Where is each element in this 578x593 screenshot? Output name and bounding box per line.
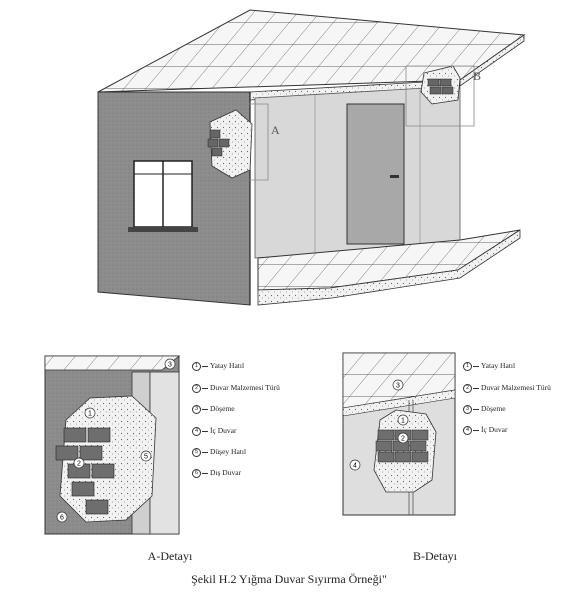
figure-caption: Şekil H.2 Yığma Duvar Sıyırma Örneği" [191, 572, 387, 586]
label-b: B [473, 69, 481, 83]
label-a: A [271, 123, 280, 137]
detail-b-callout [405, 65, 475, 127]
legend-b-item: 2 Duvar Malzemesi Türü [463, 380, 551, 396]
legend-a-item: 2 Duvar Malzemesi Türü [192, 380, 280, 396]
legend-a: 1 Yatay Hatıl 2 Duvar Malzemesi Türü 3 Döşe… [192, 358, 280, 481]
detail-a-marker-2: 2 [77, 461, 81, 468]
legend-a-text: Düşey Hatıl [210, 447, 247, 457]
legend-a-number: 5 [192, 447, 201, 457]
detail-b-title: B-Detayı [413, 549, 457, 563]
detail-b-marker-1: 1 [401, 418, 405, 425]
window [128, 160, 198, 232]
legend-b-item: 3 Döşeme [463, 401, 551, 417]
detail-b-marker-4: 4 [353, 463, 357, 470]
legend-a-text: İç Duvar [210, 426, 237, 436]
detail-b-marker-3: 3 [396, 383, 400, 390]
legend-a-number: 2 [192, 383, 201, 393]
main-building: B A [97, 9, 526, 306]
legend-a-item: 1 Yatay Hatıl [192, 358, 280, 374]
legend-b-number: 3 [463, 404, 472, 414]
door-handle [390, 175, 399, 178]
legend-a-item: 3 Döşeme [192, 401, 280, 417]
roof-edge-side [459, 34, 525, 87]
legend-a-item: 4 İç Duvar [192, 423, 280, 439]
legend-b-item: 1 Yatay Hatıl [463, 358, 551, 374]
detail-a: 1 2 3 5 6 [44, 355, 181, 535]
legend-b-number: 4 [463, 425, 472, 435]
legend-a-text: Duvar Malzemesi Türü [210, 383, 280, 393]
detail-b-marker-2: 2 [401, 436, 405, 443]
detail-a-marker-5: 5 [144, 454, 148, 461]
legend-b-text: Döşeme [481, 404, 506, 414]
floor-edge [257, 229, 521, 306]
legend-b: 1 Yatay Hatıl 2 Duvar Malzemesi Türü 3 Döşe… [463, 358, 551, 438]
detail-a-title: A-Detayı [147, 549, 193, 563]
legend-a-text: Dış Duvar [210, 468, 242, 478]
legend-b-item: 4 İç Duvar [463, 422, 551, 438]
detail-a-callout [198, 103, 269, 181]
legend-b-text: Duvar Malzemesi Türü [481, 383, 551, 393]
detail-a-marker-3: 3 [168, 362, 172, 369]
legend-b-text: İç Duvar [481, 425, 508, 435]
legend-b-text: Yatay Hatıl [481, 361, 516, 371]
legend-a-text: Yatay Hatıl [210, 361, 245, 371]
detail-b: 1 2 3 4 [342, 352, 456, 516]
door [346, 103, 405, 245]
legend-a-number: 3 [192, 404, 201, 414]
detail-a-patch [207, 109, 253, 179]
legend-a-item: 5 Düşey Hatıl [192, 444, 280, 460]
legend-b-number: 1 [463, 361, 472, 371]
legend-a-number: 6 [192, 468, 201, 478]
legend-a-item: 6 Dış Duvar [192, 465, 280, 481]
detail-a-marker-1: 1 [88, 411, 92, 418]
detail-a-marker-6: 6 [60, 515, 64, 522]
legend-b-number: 2 [463, 383, 472, 393]
legend-a-number: 4 [192, 426, 201, 436]
legend-a-number: 1 [192, 361, 201, 371]
legend-a-text: Döşeme [210, 404, 235, 414]
